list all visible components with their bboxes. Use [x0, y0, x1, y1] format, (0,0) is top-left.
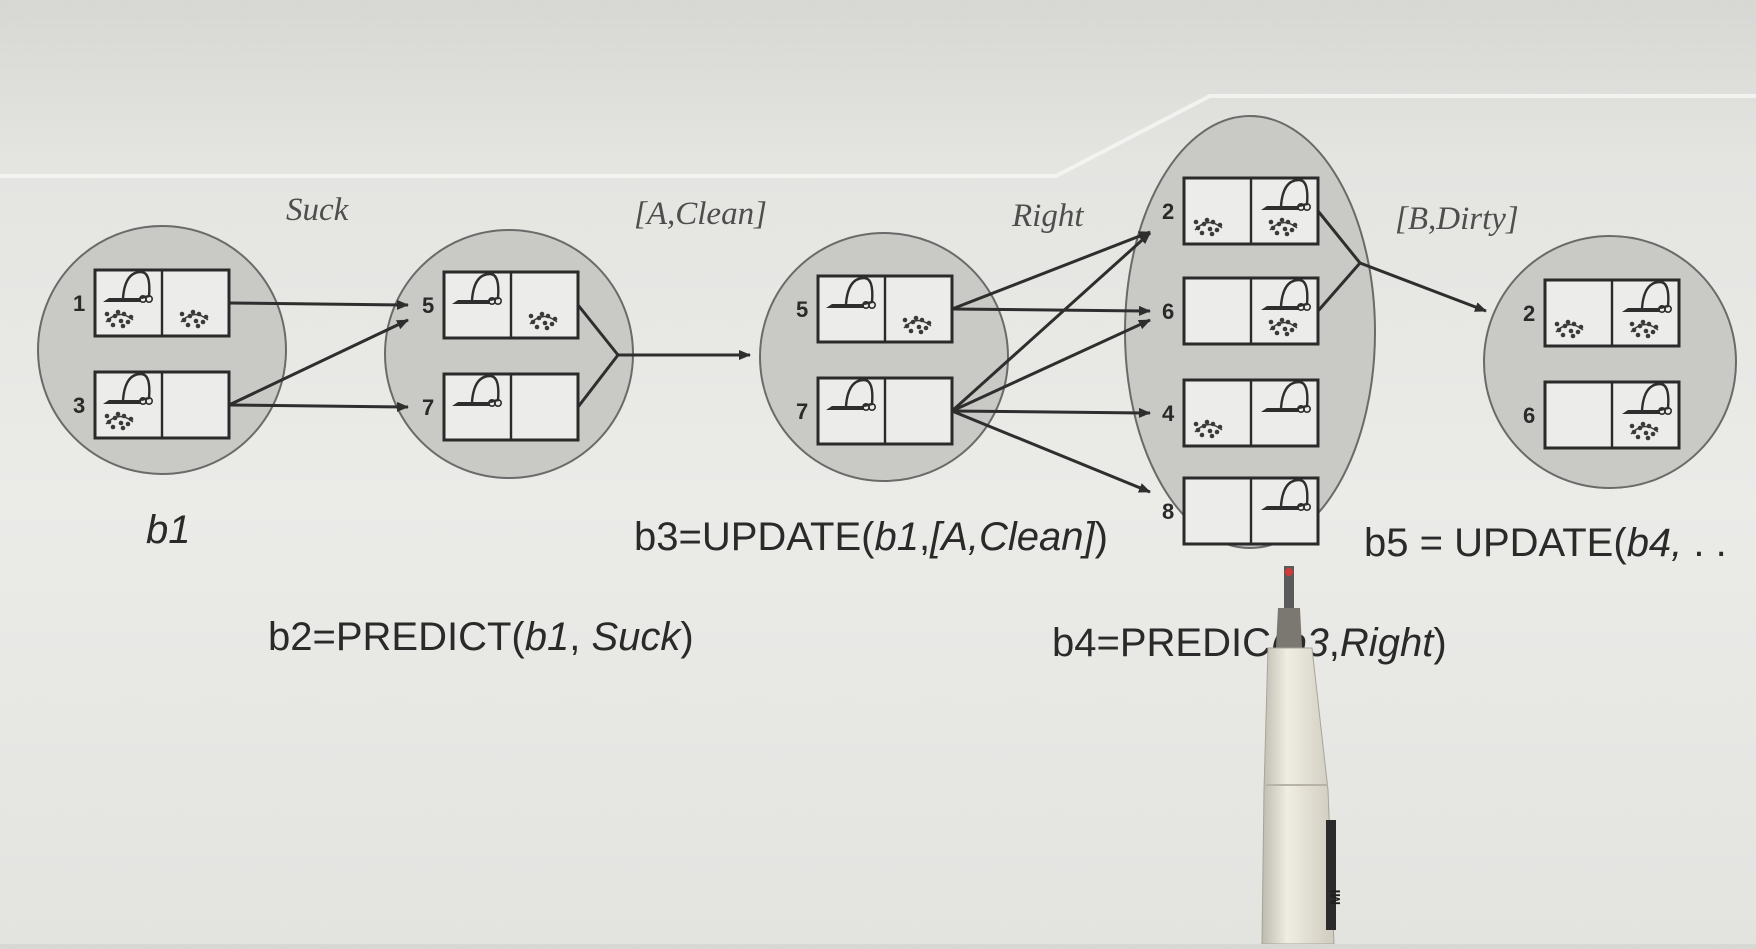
- vacuum-icon: [103, 372, 154, 405]
- label-a-clean: [A,Clean]: [634, 196, 767, 232]
- state-number: 7: [422, 395, 434, 420]
- arrow-right-7-8: [951, 409, 1151, 494]
- vacuum-icon: [1261, 278, 1312, 311]
- label-b-dirty: [B,Dirty]: [1395, 201, 1519, 237]
- belief-ellipse-b5: [1483, 235, 1737, 489]
- state-number: 7: [796, 399, 808, 424]
- formula-b2: b2=PREDICT(b1, Suck): [268, 615, 694, 659]
- label-suck: Suck: [286, 192, 350, 228]
- state-boxes: 1 3 5 7 5 7 2 6 4 8 2 6: [73, 176, 1681, 546]
- dirt-icon: [902, 315, 932, 335]
- state-b4-8: 8: [1162, 476, 1320, 546]
- arrow-right-5-2: [951, 230, 1151, 311]
- dirt-icon: [1268, 217, 1298, 237]
- state-number: 4: [1162, 401, 1175, 426]
- formula-b1: b1: [146, 508, 191, 552]
- state-number: 6: [1523, 403, 1535, 428]
- dirt-icon: [1629, 421, 1659, 441]
- vacuum-icon: [452, 272, 502, 305]
- vacuum-icon: [1261, 478, 1312, 511]
- state-b4-2: 2: [1162, 176, 1320, 246]
- state-b3-5: 5: [796, 274, 954, 344]
- state-number: 2: [1523, 301, 1535, 326]
- vacuum-icon: [1261, 178, 1312, 212]
- state-number: 2: [1162, 199, 1174, 224]
- state-b2-7: 7: [422, 372, 580, 442]
- dirt-icon: [1193, 419, 1223, 439]
- paper-edge: [0, 94, 1756, 178]
- state-b5-2: 2: [1523, 278, 1681, 348]
- dirt-icon: [528, 311, 558, 331]
- label-right: Right: [1011, 198, 1084, 234]
- pen-body: [1261, 647, 1335, 945]
- pen-pointer: MI: [1261, 566, 1343, 945]
- state-number: 8: [1162, 499, 1174, 524]
- arrow-suck-1-5: [228, 299, 409, 310]
- pen-brand-band: [1326, 820, 1336, 930]
- state-number: 1: [73, 291, 85, 316]
- merge-b2-bottom: [576, 354, 620, 408]
- state-b4-6: 6: [1162, 276, 1320, 346]
- vacuum-icon: [103, 270, 154, 303]
- state-number: 6: [1162, 299, 1174, 324]
- dirt-icon: [1193, 217, 1223, 237]
- formula-b3: b3=UPDATE(b1,[A,Clean]): [634, 515, 1108, 559]
- formula-b5: b5 = UPDATE(b4, . .: [1364, 521, 1727, 565]
- dirt-icon: [1629, 319, 1659, 339]
- vacuum-icon: [452, 374, 502, 407]
- merge-b2-top: [576, 304, 620, 356]
- pen-brand-text: MI: [1327, 889, 1343, 905]
- vacuum-icon: [1622, 382, 1673, 415]
- arrow-right-7-4: [951, 407, 1151, 418]
- dirt-icon: [179, 309, 209, 329]
- dirt-icon: [104, 411, 134, 431]
- transition-arrows: [228, 210, 1487, 494]
- pen-tip-red: [1285, 568, 1293, 576]
- state-b5-6: 6: [1523, 380, 1681, 450]
- state-b1-3: 3: [73, 370, 231, 440]
- state-number: 5: [422, 293, 434, 318]
- arrow-suck-3-7: [228, 401, 409, 412]
- vacuum-icon: [826, 378, 876, 411]
- state-number: 3: [73, 393, 85, 418]
- vacuum-icon: [1622, 280, 1673, 313]
- vacuum-icon: [1261, 380, 1312, 413]
- dirt-icon: [1554, 319, 1584, 339]
- merge-b4-top: [1316, 210, 1362, 264]
- arrow-right-5-6: [951, 305, 1151, 316]
- state-b2-5: 5: [422, 270, 580, 340]
- state-b3-7: 7: [796, 376, 954, 446]
- state-b1-1: 1: [73, 268, 231, 338]
- arrow-right-7-2: [950, 231, 1152, 413]
- merge-b4-bottom: [1316, 262, 1362, 312]
- formula-b4: b4=PREDIC(b3,Right): [1052, 621, 1447, 665]
- arrow-suck-3-5: [228, 318, 409, 407]
- vacuum-icon: [826, 276, 876, 309]
- dirt-icon: [104, 309, 134, 329]
- arrow-right-7-6: [951, 318, 1151, 413]
- dirt-icon: [1268, 317, 1298, 337]
- state-b4-4: 4: [1162, 378, 1320, 448]
- pen-cone: [1276, 608, 1302, 648]
- arrow-b-dirty: [1359, 261, 1487, 313]
- pen-tip: [1284, 566, 1294, 610]
- state-number: 5: [796, 297, 808, 322]
